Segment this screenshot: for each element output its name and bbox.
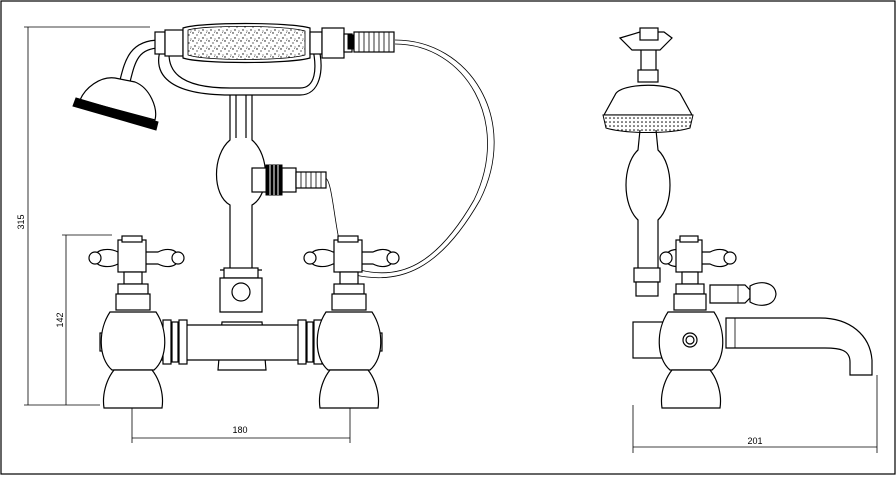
shower-handset — [72, 22, 395, 131]
diverter-lever — [709, 282, 777, 306]
handset-thread — [353, 31, 395, 53]
side-spout — [725, 317, 873, 376]
right-valve — [303, 235, 400, 409]
front-view: 315 142 180 — [16, 22, 495, 443]
dimension-label-315: 315 — [16, 214, 26, 229]
side-view: 201 — [602, 27, 878, 453]
hose-inner — [359, 43, 488, 274]
dimension-centres: 180 — [131, 405, 351, 443]
dimension-body-height: 142 — [55, 234, 112, 405]
diverter-knob — [231, 282, 251, 302]
side-shower-head — [602, 84, 694, 116]
dimension-label-201: 201 — [747, 436, 762, 446]
dimension-projection: 201 — [632, 375, 878, 453]
shower-head-rose — [72, 97, 159, 131]
dimension-label-142: 142 — [55, 312, 65, 327]
dimension-label-180: 180 — [232, 425, 247, 435]
dimension-overall-height: 315 — [16, 26, 150, 406]
left-valve — [88, 235, 185, 409]
